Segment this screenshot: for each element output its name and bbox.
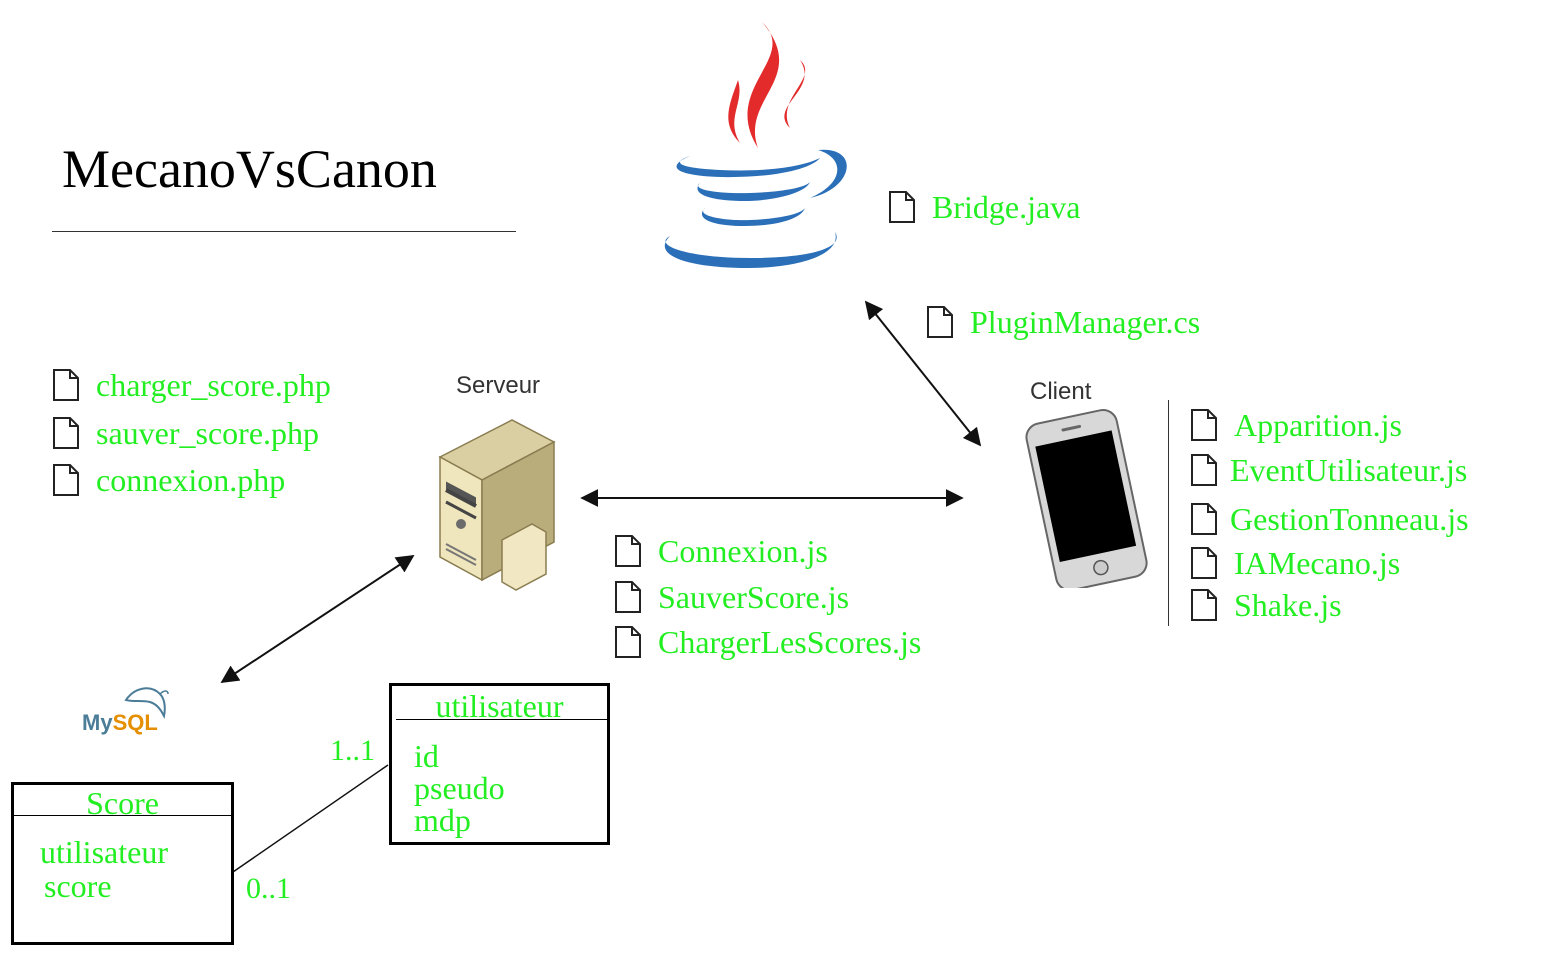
- entity-name: utilisateur: [435, 688, 564, 724]
- file-label: charger_score.php: [96, 367, 331, 403]
- document-icon: [927, 306, 953, 338]
- file-label: ChargerLesScores.js: [658, 624, 922, 660]
- document-icon: [1191, 454, 1217, 486]
- file-shake-js: Shake.js: [1190, 588, 1342, 622]
- file-iamecano-js: IAMecano.js: [1190, 546, 1400, 580]
- file-label: GestionTonneau.js: [1230, 501, 1469, 537]
- cardinality-score: 0..1: [246, 872, 291, 905]
- entity-divider: [14, 815, 231, 816]
- file-sauver-score-php: sauver_score.php: [52, 416, 319, 450]
- file-eventutilisateur-js: EventUtilisateur.js: [1190, 453, 1467, 487]
- file-gestiontonneau-js: GestionTonneau.js: [1190, 502, 1469, 536]
- document-icon: [53, 464, 79, 496]
- document-icon: [615, 535, 641, 567]
- document-icon: [615, 626, 641, 658]
- document-icon: [1191, 409, 1217, 441]
- file-label: Connexion.js: [658, 533, 828, 569]
- file-label: IAMecano.js: [1234, 545, 1401, 581]
- mysql-sql: SQL: [112, 710, 158, 735]
- file-chargerlesscores-js: ChargerLesScores.js: [614, 625, 921, 659]
- document-icon: [1191, 589, 1217, 621]
- file-label: sauver_score.php: [96, 415, 320, 451]
- mysql-my: My: [82, 710, 113, 735]
- file-sauverscore-js: SauverScore.js: [614, 580, 849, 614]
- file-pluginmanager-cs: PluginManager.cs: [926, 305, 1200, 339]
- document-icon: [53, 369, 79, 401]
- attribute: utilisateur: [40, 834, 168, 870]
- title-underline: [52, 231, 516, 232]
- attribute: score: [44, 868, 112, 904]
- entity-attributes: id pseudo mdp: [414, 740, 505, 836]
- file-label: PluginManager.cs: [970, 304, 1201, 340]
- entity-attributes: utilisateur score: [40, 835, 168, 903]
- file-apparition-js: Apparition.js: [1190, 408, 1402, 442]
- file-label: connexion.php: [96, 462, 286, 498]
- attribute: id: [414, 738, 439, 774]
- entity-divider: [396, 719, 607, 720]
- entity-score: Score utilisateur score: [11, 782, 234, 945]
- mysql-logo-icon: MySQL: [80, 682, 180, 742]
- diagram-title: MecanoVsCanon: [62, 139, 437, 199]
- document-icon: [1191, 503, 1217, 535]
- java-logo-icon: [664, 22, 847, 268]
- document-icon: [615, 581, 641, 613]
- file-label: Bridge.java: [932, 189, 1081, 225]
- server-tower-icon: [438, 419, 556, 591]
- cardinality-utilisateur: 1..1: [330, 734, 375, 767]
- client-files-divider: [1168, 400, 1169, 626]
- document-icon: [1191, 547, 1217, 579]
- entity-utilisateur: utilisateur id pseudo mdp: [389, 683, 610, 845]
- file-connexion-js: Connexion.js: [614, 534, 828, 568]
- file-bridge-java: Bridge.java: [888, 190, 1080, 224]
- file-label: Shake.js: [1234, 587, 1342, 623]
- file-label: Apparition.js: [1234, 407, 1402, 443]
- file-label: SauverScore.js: [658, 579, 850, 615]
- dolphin-icon: [124, 687, 169, 720]
- java-client-arrow: [864, 300, 982, 447]
- smartphone-icon: [1025, 409, 1148, 588]
- relation-line: [232, 764, 389, 873]
- file-charger-score-php: charger_score.php: [52, 368, 331, 402]
- server-mysql-arrow: [220, 555, 415, 683]
- file-label: EventUtilisateur.js: [1230, 452, 1468, 488]
- entity-name: Score: [86, 785, 159, 821]
- document-icon: [53, 417, 79, 449]
- document-icon: [889, 191, 915, 223]
- mysql-wordmark: MySQL: [82, 710, 158, 736]
- server-label: Serveur: [456, 372, 541, 399]
- attribute: mdp: [414, 802, 471, 838]
- attribute: pseudo: [414, 770, 505, 806]
- client-label: Client: [1030, 378, 1092, 405]
- file-connexion-php: connexion.php: [52, 463, 285, 497]
